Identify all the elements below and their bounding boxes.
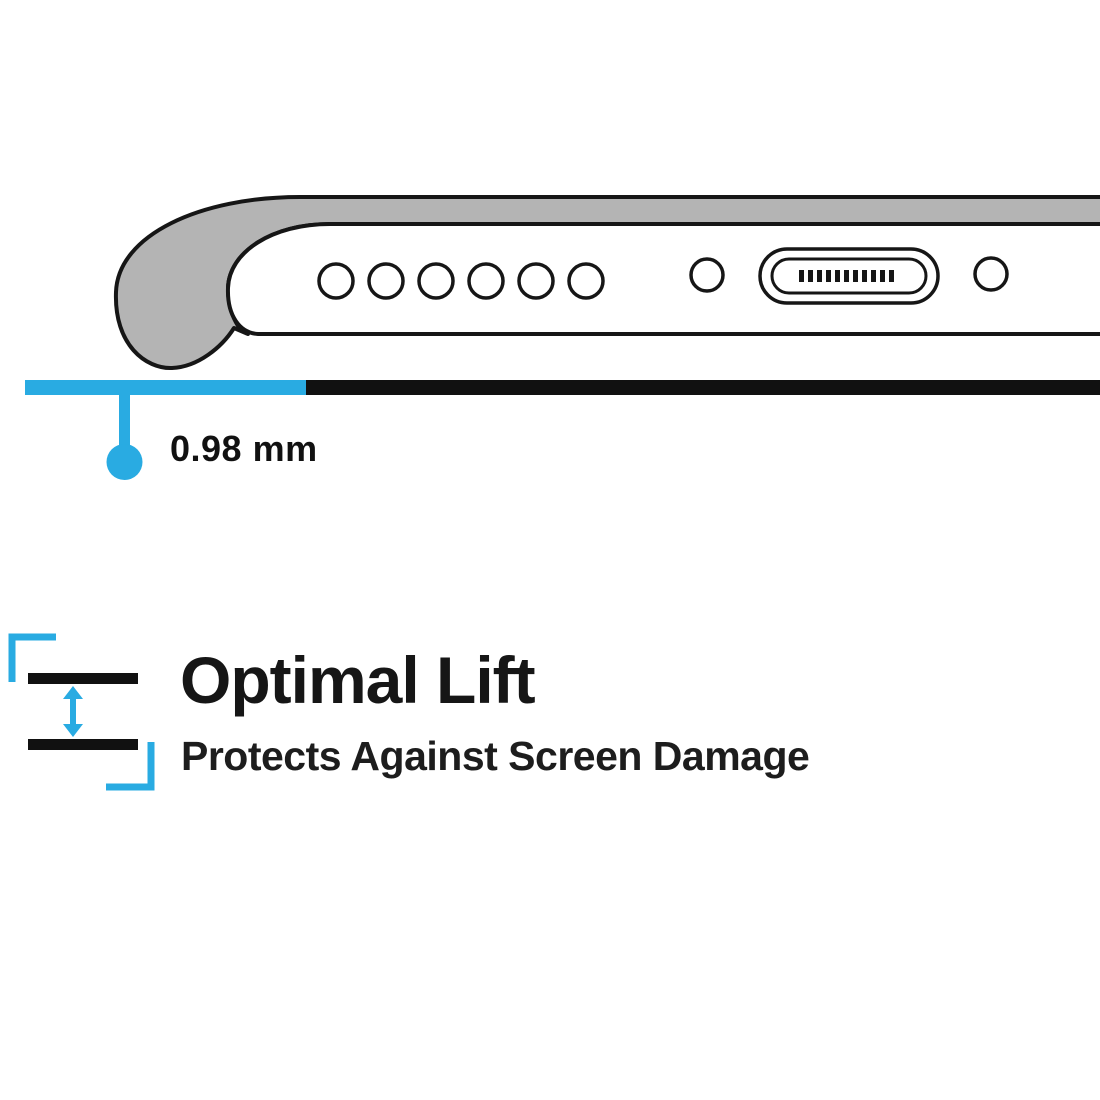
screw-hole-icon — [973, 256, 1009, 292]
speaker-hole-icon — [417, 262, 455, 300]
speaker-hole-icon — [567, 262, 605, 300]
speaker-hole-icon — [367, 262, 405, 300]
bracket-top-left-icon — [8, 633, 56, 682]
feature-subtitle: Protects Against Screen Damage — [181, 733, 810, 779]
feature-title: Optimal Lift — [180, 643, 536, 717]
lower-bar — [28, 739, 138, 750]
mic-hole-icon — [689, 257, 725, 293]
ruler-accent-segment — [25, 380, 306, 395]
measurement-label: 0.98 mm — [170, 428, 318, 469]
double-arrow-icon — [63, 686, 83, 737]
upper-bar — [28, 673, 138, 684]
speaker-holes — [317, 262, 605, 300]
speaker-hole-icon — [517, 262, 555, 300]
phone-body — [225, 222, 1100, 336]
charging-port-icon — [758, 247, 940, 305]
bracket-bottom-right-icon — [106, 742, 155, 791]
speaker-hole-icon — [317, 262, 355, 300]
measurement-marker-icon — [106, 393, 143, 480]
phone-bottom-illustration — [25, 195, 1100, 480]
speaker-hole-icon — [467, 262, 505, 300]
lift-gap-icon — [8, 633, 155, 791]
ruler-dark-segment — [306, 380, 1100, 395]
